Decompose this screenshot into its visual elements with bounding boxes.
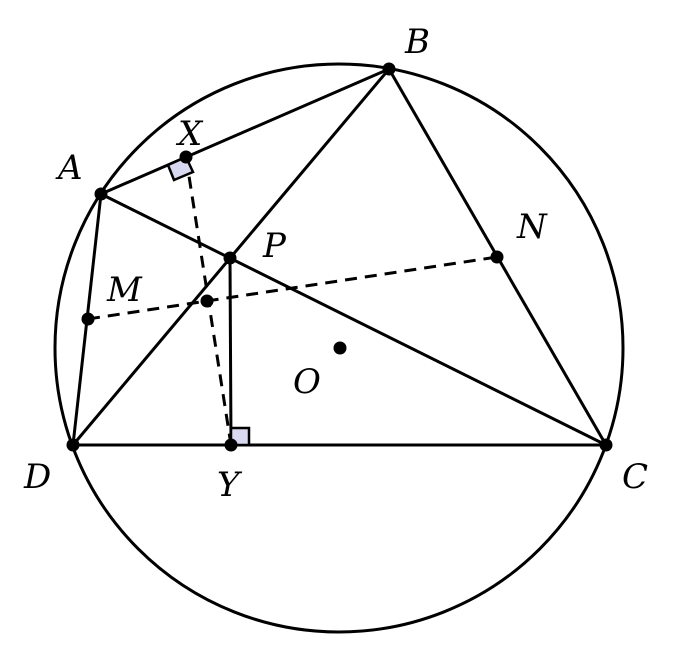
point-P (223, 251, 237, 265)
label-C: C (622, 457, 648, 497)
point-N (490, 250, 504, 264)
diagonal-AC (100, 192, 607, 447)
label-X: X (175, 114, 204, 154)
point-O (333, 341, 347, 355)
label-D: D (23, 457, 51, 497)
point-B (382, 62, 396, 76)
circumcircle (53, 62, 625, 634)
segment-AB (100, 67, 390, 196)
label-N: N (516, 207, 548, 247)
point-D (66, 438, 80, 452)
point-Y (224, 438, 238, 452)
label-A: A (55, 148, 83, 188)
label-B: B (404, 22, 430, 62)
point-X (179, 150, 193, 164)
label-P: P (262, 226, 287, 266)
point-intersection (200, 294, 214, 308)
dashed-MN (87, 255, 498, 321)
label-O: O (293, 362, 321, 402)
point-A (94, 187, 108, 201)
segment-PY (228, 257, 233, 446)
point-M (81, 312, 95, 326)
label-Y: Y (217, 465, 243, 505)
point-C (599, 438, 613, 452)
label-M: M (106, 270, 143, 310)
